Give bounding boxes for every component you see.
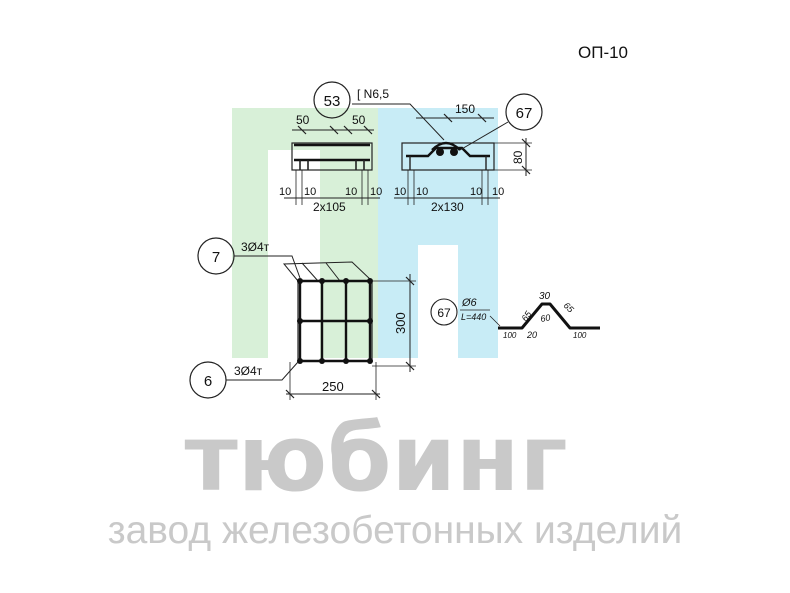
bottom-rebar-label: 3Ø4т — [234, 364, 263, 378]
callout-7: 7 3Ø4т — [197, 237, 301, 279]
left-bottom-dim-3: 10 — [345, 186, 357, 198]
bent-bar-dim-65a: 65 — [519, 308, 534, 323]
left-bottom-dim-2: 10 — [304, 186, 316, 198]
bent-bar-dim-60: 60 — [540, 312, 552, 324]
channel-label: [ N6,5 — [357, 87, 389, 101]
callout-53: 53 [ N6,5 — [313, 81, 445, 141]
callout-67b-number: 67 — [437, 306, 451, 320]
right-spacing-dim: 2x130 — [431, 200, 464, 214]
top-rebar-label: 3Ø4т — [241, 240, 270, 254]
left-bottom-dim-4: 10 — [370, 186, 382, 198]
brand-name: тюбинг — [184, 405, 567, 512]
left-top-dim-right: 50 — [352, 113, 366, 127]
right-bottom-dim-1: 10 — [394, 186, 406, 198]
section-width-dim: 250 — [322, 379, 344, 394]
document-code: ОП-10 — [578, 43, 628, 62]
callout-6-number: 6 — [204, 373, 212, 390]
callout-67-number: 67 — [516, 105, 533, 122]
right-view: 150 80 10 10 10 10 2x130 — [394, 102, 532, 214]
bent-bar-length: L=440 — [461, 312, 486, 322]
bent-bar-dim-65b: 65 — [562, 300, 577, 315]
callout-67-top: 67 — [459, 93, 543, 151]
brand-tagline: завод железобетонных изделий — [108, 509, 683, 552]
left-view: 50 50 10 10 10 10 2x105 — [279, 113, 382, 214]
bent-bar-detail: 67 Ø6 L=440 30 65 65 60 100 20 100 — [430, 291, 600, 340]
bent-bar-dim-30: 30 — [539, 291, 551, 302]
right-top-dim: 150 — [455, 102, 475, 116]
callout-53-number: 53 — [324, 93, 341, 110]
bent-bar-dim-100a: 100 — [503, 331, 517, 340]
right-bottom-dim-2: 10 — [416, 186, 428, 198]
left-top-dim-left: 50 — [296, 113, 310, 127]
callout-7-number: 7 — [212, 249, 220, 266]
left-spacing-dim: 2x105 — [313, 200, 346, 214]
section-height-dim: 300 — [393, 312, 408, 334]
section-view: 300 250 — [282, 261, 416, 400]
callout-6: 6 3Ø4т — [189, 361, 299, 399]
left-bottom-dim-1: 10 — [279, 186, 291, 198]
right-bottom-dim-4: 10 — [492, 186, 504, 198]
right-bottom-dim-3: 10 — [470, 186, 482, 198]
bent-bar-dim-20: 20 — [526, 330, 537, 340]
right-height-dim: 80 — [511, 150, 525, 164]
bent-bar-diameter: Ø6 — [461, 297, 478, 309]
bent-bar-dim-100b: 100 — [573, 331, 587, 340]
